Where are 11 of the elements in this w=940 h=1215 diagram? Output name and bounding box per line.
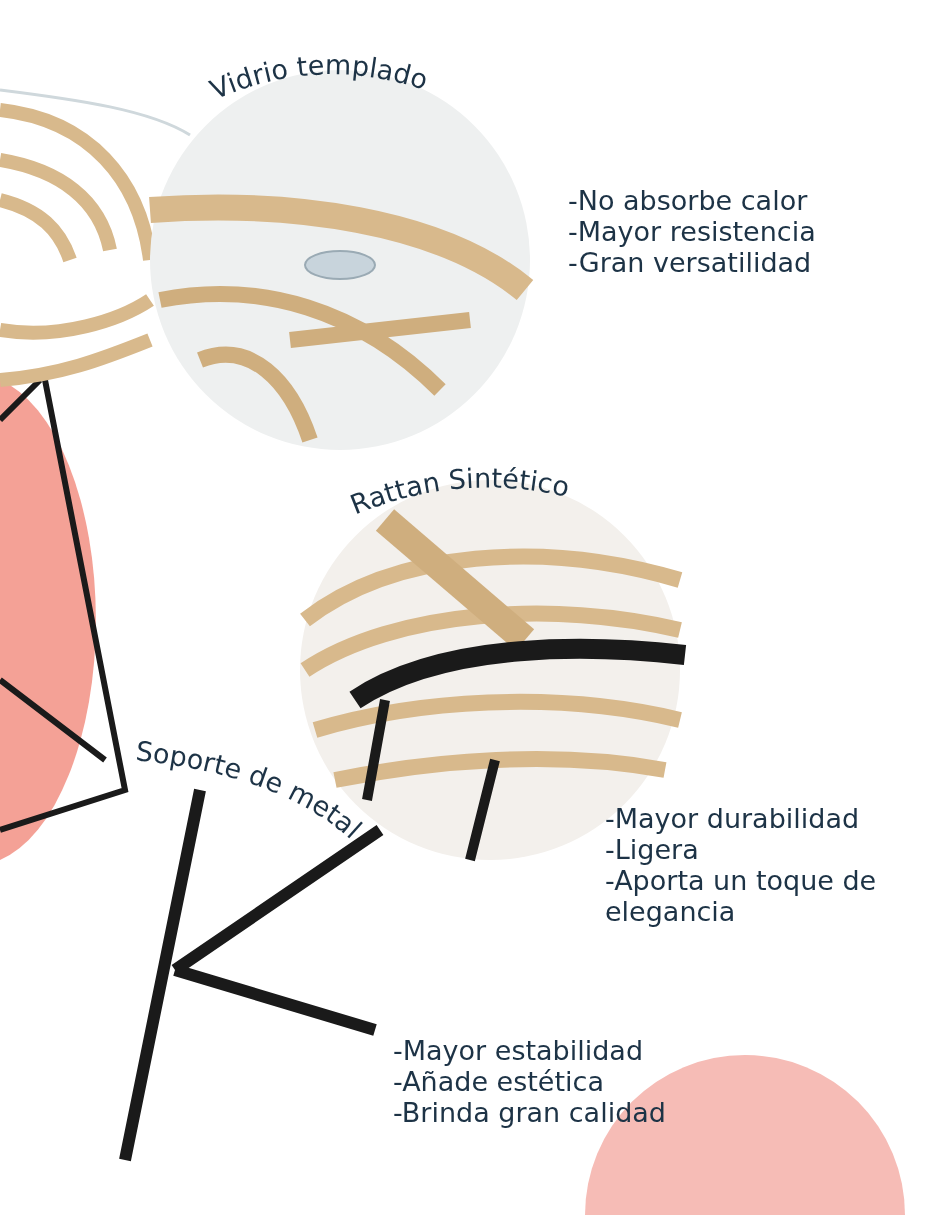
feature-text: -Aporta un toque de elegancia — [605, 865, 878, 927]
feature-text: -Mayor resistencia — [568, 216, 816, 247]
curved-heading: Vidrio templado — [205, 49, 432, 106]
feature-text: -Ligera — [605, 834, 699, 865]
feature-text: -No absorbe calor — [568, 185, 808, 216]
feature-text: -Gran versatilidad — [568, 247, 812, 278]
feature-text: -Mayor estabilidad — [393, 1035, 644, 1066]
feature-text: -Añade estética — [393, 1066, 604, 1097]
curved-heading: Rattan Sintético — [345, 462, 573, 521]
feature-text: -Mayor durabilidad — [605, 803, 860, 834]
feature-text: -Brinda gran calidad — [393, 1097, 666, 1128]
